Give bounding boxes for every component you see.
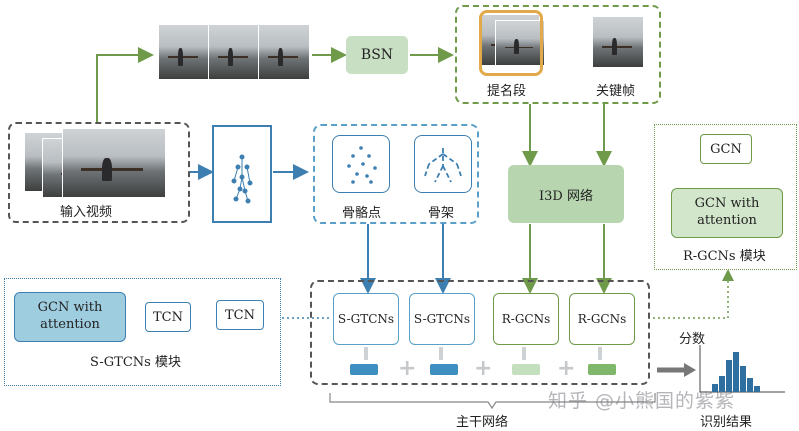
backbone-brace [329, 393, 656, 410]
proposal-frame-front [495, 20, 545, 66]
backbone-branch-4: R-GCNs [569, 293, 635, 345]
histogram-bar-7 [754, 386, 760, 392]
skeleton-icon [414, 135, 472, 193]
skeleton-label: 骨架 [428, 206, 455, 221]
keypoints-label: 骨骼点 [342, 206, 382, 221]
proposal-label: 提名段 [487, 84, 527, 99]
plus-sign-3: + [557, 356, 576, 381]
watermark-text: 知乎 @小熊国的紫紫 [548, 390, 736, 412]
pose-estimation-box [212, 125, 272, 223]
sgtcn-module-gcn-attention-box: GCN with attention [14, 292, 126, 342]
sgtcn-module-tcn2-box: TCN [216, 300, 264, 330]
feature-bar-4 [588, 364, 616, 375]
backbone-branch-2-label: S-GTCNs [413, 312, 471, 326]
histogram-bar-6 [747, 378, 753, 392]
link-rgcn-module [648, 269, 734, 319]
backbone-branch-4-label: R-GCNs [577, 312, 627, 326]
histogram-bar-5 [740, 366, 746, 392]
arrow-to-result-head [684, 363, 696, 377]
backbone-container [310, 280, 650, 385]
keyframe-label: 关键帧 [596, 84, 636, 99]
keyframe-image [592, 16, 644, 68]
feature-bar-2 [430, 364, 458, 375]
arrow-input-to-frames [96, 47, 154, 122]
result-label: 识别结果 [700, 415, 753, 430]
histogram-bar-3 [726, 360, 732, 392]
sgtcn-module-gcn-attention-label: GCN with attention [37, 300, 103, 332]
i3d-label: I3D 网络 [539, 188, 593, 204]
rgcn-module-gcn-box: GCN [700, 134, 752, 164]
rgcn-module-title: R-GCNs 模块 [683, 249, 766, 264]
plus-sign-2: + [474, 356, 493, 381]
backbone-branch-2: S-GTCNs [409, 293, 475, 345]
input-video-frame-front [62, 128, 166, 198]
i3d-network-box: I3D 网络 [508, 165, 624, 223]
rgcn-module-gcn-label: GCN [710, 141, 742, 157]
plus-sign-1: + [398, 356, 417, 381]
backbone-branch-1: S-GTCNs [333, 293, 399, 345]
pose-figure-icon [231, 154, 253, 204]
video-frames-strip [158, 24, 310, 80]
feature-bar-3 [512, 364, 540, 375]
rgcn-module-gcn-attention-box: GCN with attention [671, 188, 783, 238]
video-frame-1 [158, 24, 210, 80]
backbone-branch-3: R-GCNs [493, 293, 559, 345]
backbone-branch-3-label: R-GCNs [501, 312, 551, 326]
sgtcn-module-title: S-GTCNs 模块 [90, 355, 181, 370]
keypoints-icon [332, 135, 390, 193]
histogram-bar-1 [712, 384, 718, 392]
histogram-bar-2 [719, 376, 725, 392]
rgcn-module-gcn-attention-label: GCN with attention [694, 196, 760, 228]
backbone-title: 主干网络 [456, 415, 509, 430]
bsn-label: BSN [360, 47, 394, 63]
feature-bar-1 [350, 364, 378, 375]
pose-features-container [313, 124, 479, 224]
sgtcn-module-tcn1-label: TCN [153, 309, 183, 325]
histogram-bar-4 [733, 352, 739, 392]
score-label: 分数 [679, 332, 706, 347]
backbone-branch-1-label: S-GTCNs [337, 312, 395, 326]
sgtcn-module-tcn1-box: TCN [145, 302, 191, 332]
bsn-box: BSN [346, 36, 408, 74]
input-video-label: 输入视频 [60, 205, 113, 220]
sgtcn-module-tcn2-label: TCN [225, 307, 255, 323]
video-frame-2 [208, 24, 260, 80]
proposal-highlight [479, 10, 543, 76]
video-frame-3 [258, 24, 310, 80]
score-axis [699, 345, 785, 393]
